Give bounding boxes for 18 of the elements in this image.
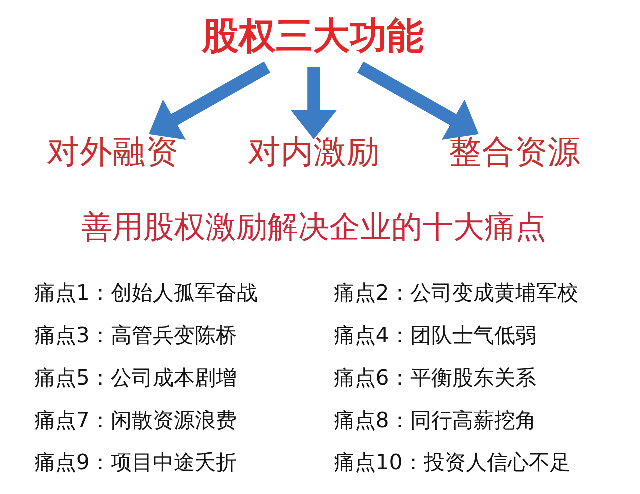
node-text: 对内激励: [248, 132, 380, 171]
node-text: 对外融资: [46, 132, 179, 171]
label: 痛点4：团队士气低弱: [334, 322, 536, 348]
label: 善用股权激励解决企业的十大痛点: [81, 209, 546, 246]
label: 痛点7：闲散资源浪费: [34, 408, 237, 433]
label: 痛点3：高管兵变陈桥: [34, 322, 237, 348]
label: 痛点2：公司变成黄埔军校: [334, 280, 578, 306]
arrow: [149, 61, 271, 140]
node-text: 股权三大功能: [202, 14, 424, 57]
node-text: 整合资源: [448, 132, 581, 171]
label: 痛点6：平衡股东关系: [334, 365, 536, 390]
label: 痛点5：公司成本剧增: [34, 365, 237, 390]
label: 痛点8：同行高薪挖角: [334, 408, 536, 433]
label: 痛点1：创始人孤军奋战: [34, 280, 258, 306]
arrow: [357, 61, 479, 140]
arrow: [290, 66, 338, 140]
label: 痛点10：投资人信心不足: [334, 450, 571, 476]
label: 痛点9：项目中途夭折: [34, 450, 237, 476]
